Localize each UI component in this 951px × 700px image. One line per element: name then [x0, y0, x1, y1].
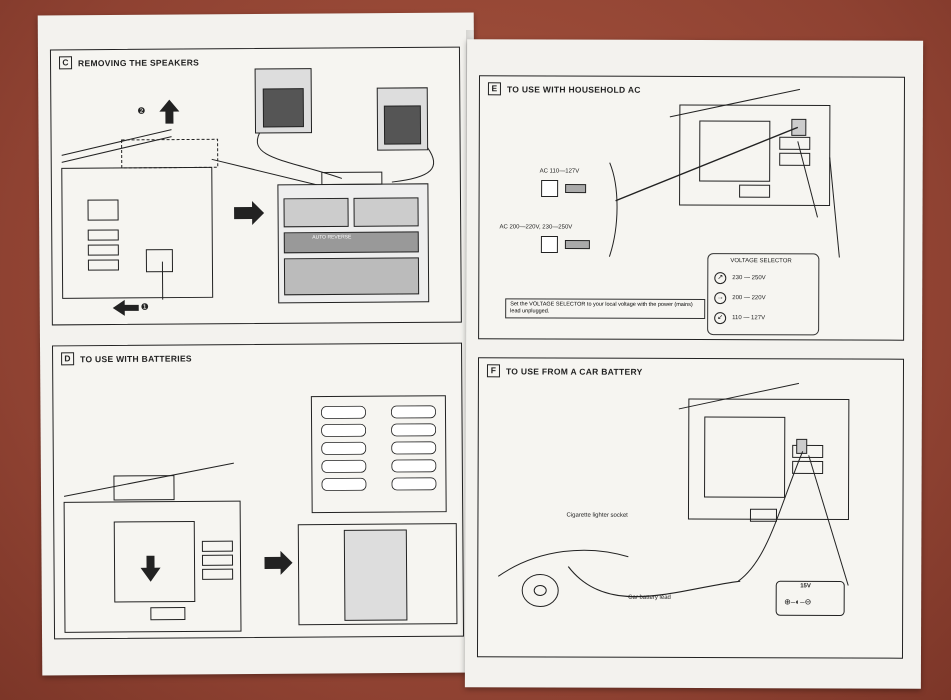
- panel-household-ac: E TO USE WITH HOUSEHOLD AC AC 110—127V A…: [478, 75, 906, 341]
- panel-car-battery: F TO USE FROM A CAR BATTERY Cigarette li…: [476, 357, 905, 659]
- voltage-selector-box: VOLTAGE SELECTOR ↗ 230 — 250V → 200 — 220V…: [707, 253, 820, 336]
- dc-polarity-icon: ⊕–◐–⊖: [784, 597, 812, 607]
- ac-110-label: AC 110—127V: [539, 168, 580, 175]
- selector-option-230: ↗ 230 — 250V: [714, 272, 766, 285]
- selector-arrow-icon: →: [714, 292, 727, 305]
- selector-arrow-icon: ↙: [714, 312, 727, 325]
- selector-option-230-label: 230 — 250V: [732, 275, 766, 282]
- car-battery-illustration: [497, 382, 850, 617]
- auto-reverse-label: AUTO REVERSE: [312, 234, 352, 241]
- battery-illustration: [63, 395, 458, 633]
- speaker-removal-illustration: [61, 68, 435, 316]
- selector-option-200-label: 200 — 220V: [732, 295, 766, 302]
- selector-option-110: ↙ 110 — 127V: [714, 312, 766, 325]
- cigarette-socket-label: Cigarette lighter socket: [566, 512, 628, 519]
- car-battery-lead-label: Car battery lead: [628, 594, 671, 601]
- panel-batteries: D TO USE WITH BATTERIES: [52, 342, 465, 640]
- voltage-note: Set the VOLTAGE SELECTOR to your local v…: [505, 298, 706, 320]
- household-ac-illustration: [540, 88, 840, 258]
- selector-option-200: → 200 — 220V: [714, 292, 766, 305]
- voltage-selector-title: VOLTAGE SELECTOR: [730, 258, 792, 265]
- manual-right-page: E TO USE WITH HOUSEHOLD AC AC 110—127V A…: [464, 39, 924, 689]
- selector-option-110-label: 110 — 127V: [732, 315, 766, 322]
- selector-arrow-icon: ↗: [714, 272, 727, 285]
- voltage-15v-label: 15V: [800, 583, 811, 590]
- ac-200-label: AC 200—220V, 230—250V: [499, 224, 573, 231]
- step-2-marker: ❷: [137, 105, 146, 116]
- manual-left-page: C REMOVING THE SPEAKERS: [37, 12, 479, 676]
- step-1-marker: ❶: [140, 301, 149, 312]
- panel-removing-speakers: C REMOVING THE SPEAKERS: [49, 46, 462, 326]
